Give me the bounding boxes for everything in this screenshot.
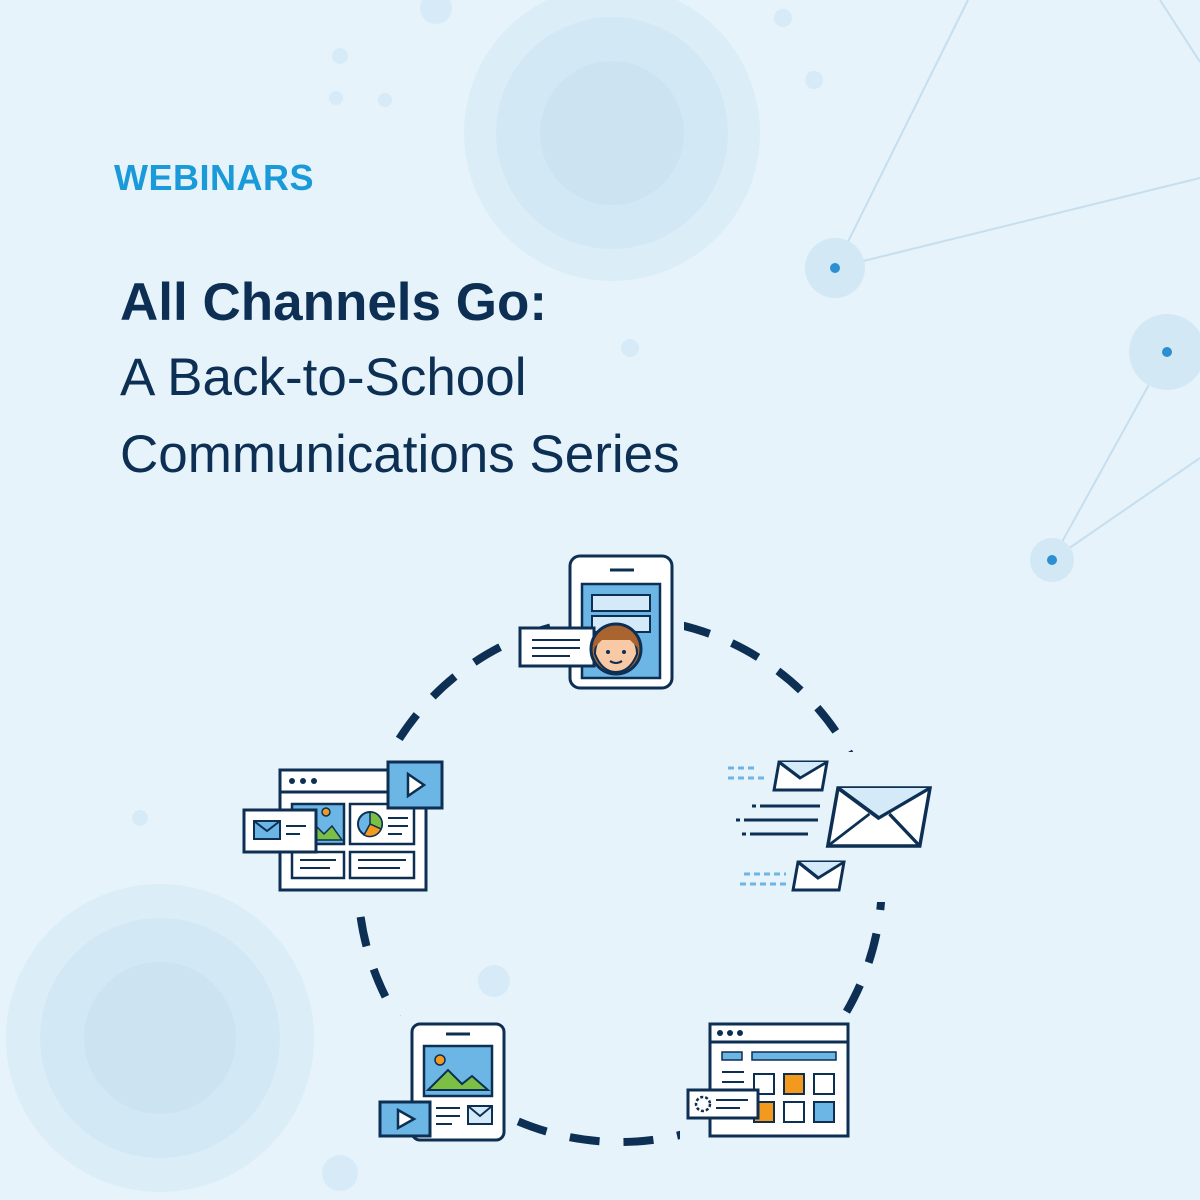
browser-dashboard-icon (236, 756, 448, 900)
title-line-3: Communications Series (120, 425, 680, 484)
title-line-1: All Channels Go: (120, 273, 547, 332)
calendar-window-icon (680, 1014, 858, 1148)
mobile-media-icon (372, 1016, 514, 1148)
page-title: All Channels Go: A Back-to-School Commun… (120, 276, 920, 505)
background-circles (6, 0, 823, 1192)
network-graph (805, 0, 1200, 582)
section-label: WEBINARS (114, 157, 314, 198)
phone-profile-icon (518, 546, 684, 698)
title-line-2: A Back-to-School (120, 348, 527, 407)
email-burst-icon (720, 752, 940, 902)
